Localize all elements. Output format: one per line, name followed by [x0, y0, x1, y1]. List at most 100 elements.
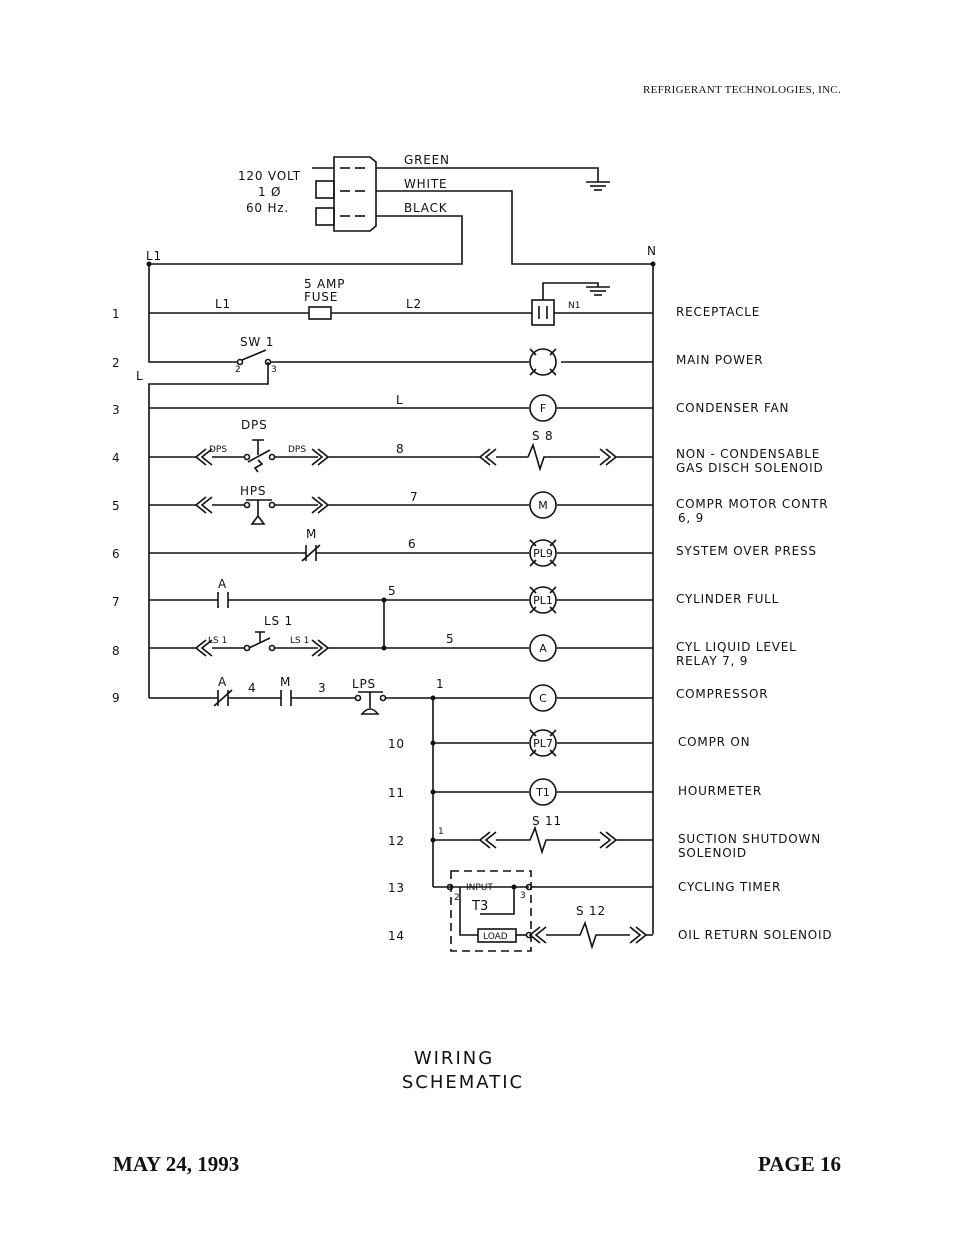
rung-label-5: COMPR MOTOR CONTR — [676, 497, 828, 511]
rung-label-12b: SOLENOID — [678, 846, 747, 860]
wire-number-5a: 5 — [388, 584, 396, 598]
rung-number-4: 4 — [112, 451, 120, 465]
load-c-label: C — [539, 692, 547, 705]
rung-6-circuit — [149, 544, 653, 562]
load-symbols — [529, 348, 557, 806]
rung-5-hps-circuit — [149, 496, 653, 525]
dps-right-label: DPS — [288, 445, 306, 455]
fan-motor-f-icon — [529, 394, 557, 422]
rung-label-9: COMPRESSOR — [676, 687, 768, 701]
rung-label-13: CYCLING TIMER — [678, 880, 781, 894]
wire-number-l: L — [396, 393, 404, 407]
load-pl7-label: PL7 — [533, 737, 553, 750]
wire-number-3: 3 — [318, 681, 326, 695]
hourmeter-t1-icon — [529, 778, 557, 806]
pilot-light-pl7-icon — [529, 729, 557, 757]
rung-9-compressor-circuit — [149, 689, 653, 715]
rung-number-10: 10 — [388, 737, 405, 751]
rung-4-dps-circuit — [149, 439, 653, 473]
l1-label: L1 — [146, 249, 162, 263]
ls1-label: LS 1 — [264, 614, 293, 628]
rung-label-7: CYLINDER FULL — [676, 592, 779, 606]
company-header: REFRIGERANT TECHNOLOGIES, INC. — [642, 84, 841, 96]
voltage-label: 120 VOLT — [238, 169, 301, 183]
wire-number-7: 7 — [410, 490, 418, 504]
terminal-1-rung12: 1 — [438, 827, 444, 837]
rung-2-main-power-circuit — [236, 349, 653, 366]
load-pl1-label: PL1 — [533, 594, 553, 607]
wire-number-1: 1 — [436, 677, 444, 691]
load-f-label: F — [540, 402, 546, 415]
m-contact-label: M — [306, 527, 317, 541]
footer-date: MAY 24, 1993 — [113, 1152, 240, 1176]
rung-label-14: OIL RETURN SOLENOID — [678, 928, 832, 942]
load-pl9-label: PL9 — [533, 547, 553, 560]
fuse-label: FUSE — [304, 290, 338, 304]
fuse-right-wire-label: L2 — [406, 297, 422, 311]
rung-number-11: 11 — [388, 786, 405, 800]
rung-label-3: CONDENSER FAN — [676, 401, 789, 415]
wire-number-5b: 5 — [446, 632, 454, 646]
pilot-light-pl9-icon — [529, 539, 557, 567]
m-no-contact-label: M — [280, 675, 291, 689]
rung-1-receptacle-circuit — [149, 282, 653, 326]
dps-label: DPS — [241, 418, 268, 432]
rung-number-12: 12 — [388, 834, 405, 848]
rung-label-8b: RELAY 7, 9 — [676, 654, 748, 668]
frequency-label: 60 Hz. — [246, 201, 289, 215]
s8-label: S 8 — [532, 429, 553, 443]
rung-label-1: RECEPTACLE — [676, 305, 760, 319]
fuse-rating-label: 5 AMP — [304, 277, 345, 291]
load-m-label: M — [538, 499, 548, 512]
fuse-left-wire-label: L1 — [215, 297, 231, 311]
l-label: L — [136, 369, 144, 383]
sw1-switch-icon — [241, 349, 267, 361]
rung-number-3: 3 — [112, 403, 120, 417]
rung-number-7: 7 — [112, 595, 120, 609]
t3-label: T3 — [471, 899, 488, 914]
n1-label: N1 — [568, 301, 580, 311]
rung-label-6: SYSTEM OVER PRESS — [676, 544, 817, 558]
motor-contactor-m-icon — [529, 491, 557, 519]
rung-number-6: 6 — [112, 547, 120, 561]
s12-label: S 12 — [576, 904, 606, 918]
timer-input-label: INPUT — [466, 883, 493, 893]
wire-number-4: 4 — [248, 681, 256, 695]
n-label: N — [647, 244, 657, 258]
compressor-c-icon — [529, 684, 557, 712]
terminal-2-timer: 2 — [454, 893, 460, 903]
sw1-label: SW 1 — [240, 335, 274, 349]
wire-number-6: 6 — [408, 537, 416, 551]
wire-black-label: BLACK — [404, 201, 448, 215]
timer-t3-enclosure — [450, 870, 532, 952]
rung-label-8: CYL LIQUID LEVEL — [676, 640, 797, 654]
rung-label-4b: GAS DISCH SOLENOID — [676, 461, 823, 475]
load-a-label: A — [539, 642, 547, 655]
ls1-right-label: LS 1 — [290, 636, 309, 646]
rung-7-circuit — [149, 592, 653, 608]
s11-label: S 11 — [532, 814, 562, 828]
rung-label-12: SUCTION SHUTDOWN — [678, 832, 821, 846]
rung-number-1: 1 — [112, 307, 120, 321]
rung-label-5b: 6, 9 — [678, 511, 704, 525]
footer-page-number: PAGE 16 — [757, 1152, 841, 1176]
ls1-left-label: LS 1 — [208, 636, 227, 646]
wire-green-label: GREEN — [404, 153, 450, 167]
ground-icon — [586, 181, 610, 191]
pilot-light-pl1-icon — [529, 586, 557, 614]
rung-number-9: 9 — [112, 691, 120, 705]
lps-label: LPS — [352, 677, 376, 691]
rung-label-10: COMPR ON — [678, 735, 750, 749]
rung-number-2: 2 — [112, 356, 120, 370]
rung-numbers: 1 2 3 4 5 6 7 8 9 10 11 12 13 14 — [112, 307, 405, 943]
wire-white-label: WHITE — [404, 177, 447, 191]
rung-8-ls1-circuit — [149, 631, 653, 657]
schematic-title-line1: WIRING — [414, 1048, 494, 1069]
hps-label: HPS — [240, 484, 266, 498]
a-contact-label: A — [218, 577, 227, 591]
timer-load-label: LOAD — [483, 932, 508, 942]
rung-descriptions: RECEPTACLE MAIN POWER CONDENSER FAN NON … — [676, 305, 832, 942]
relay-a-icon — [529, 634, 557, 662]
rungs-10-14-circuit — [430, 740, 653, 952]
